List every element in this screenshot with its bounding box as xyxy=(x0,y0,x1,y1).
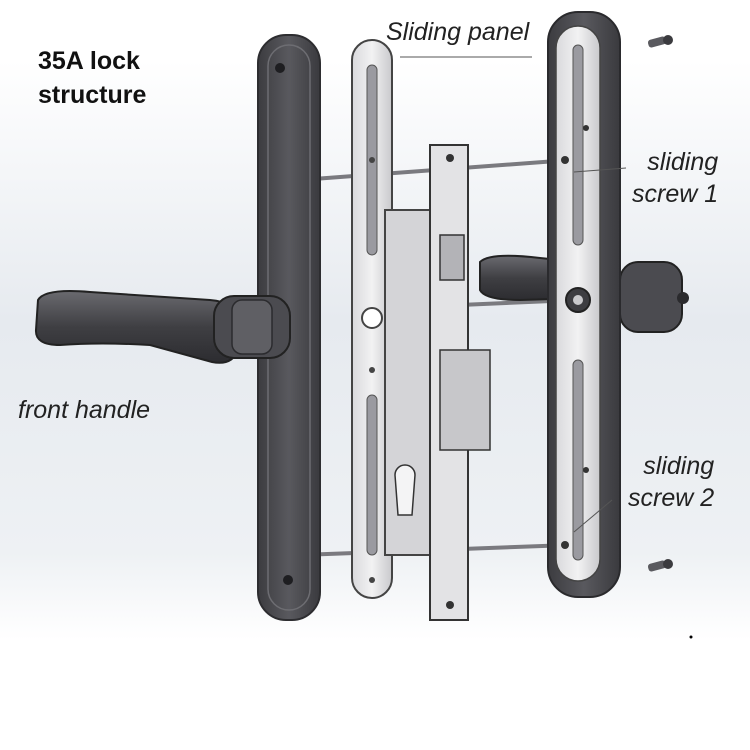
label-front-handle: front handle xyxy=(18,396,151,424)
label-sliding-screw-1-line-2: screw 1 xyxy=(632,180,719,208)
title-line-1: 35A lock xyxy=(38,47,140,75)
diagram-title: 35A lock structure xyxy=(38,44,146,112)
leader-lines xyxy=(400,56,627,533)
loose-screw-top xyxy=(647,35,673,48)
rear-backplate xyxy=(547,11,621,598)
title-line-2: structure xyxy=(38,81,147,109)
front-handle xyxy=(34,290,291,364)
label-sliding-screw-1: sliding screw 1 xyxy=(632,146,718,210)
mortise-lock-body xyxy=(384,144,491,621)
label-sliding-screw-2-line-2: screw 2 xyxy=(628,484,715,512)
sliding-panel-front xyxy=(351,39,393,599)
label-sliding-screw-2: sliding screw 2 xyxy=(628,450,714,514)
label-sliding-screw-2-line-1: sliding xyxy=(643,452,715,480)
stray-dot xyxy=(689,635,693,639)
label-sliding-screw-1-line-1: sliding xyxy=(647,148,719,176)
label-sliding-panel: Sliding panel xyxy=(386,18,530,46)
loose-screw-bottom xyxy=(647,559,673,572)
